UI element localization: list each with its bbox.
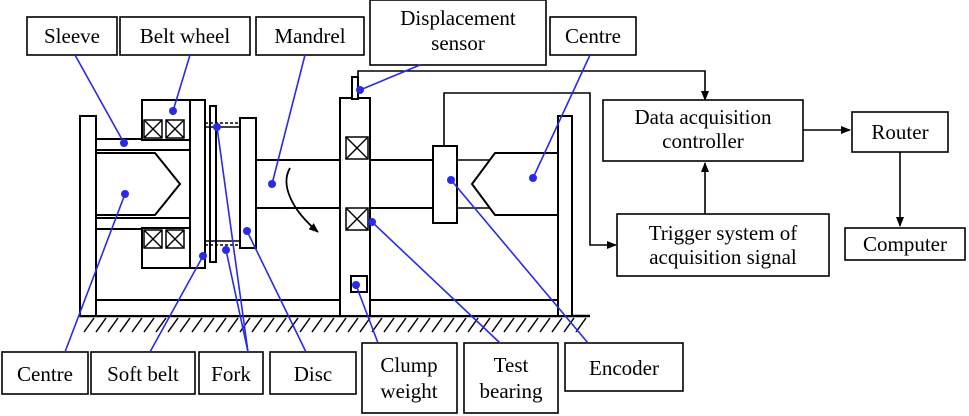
data-acquisition-controller-box: Data acquisition controller — [602, 99, 804, 162]
fork-label: Fork — [211, 362, 251, 386]
bearing-cross — [345, 136, 369, 160]
ground-hatch-line — [491, 317, 503, 333]
ground-hatch-line — [563, 317, 575, 333]
ground-hatch-line — [143, 317, 155, 333]
centre-right — [470, 116, 559, 216]
computer-label: Computer — [863, 232, 947, 256]
ground-hatch-line — [323, 317, 335, 333]
ground-hatch-line — [443, 317, 455, 333]
centre-left — [95, 152, 182, 216]
ground-hatch-line — [551, 317, 563, 333]
ground-hatch-line — [503, 317, 515, 333]
soft-belt — [205, 122, 240, 246]
centre-top-label: Centre — [565, 24, 621, 48]
signal-wiring — [357, 70, 904, 249]
belt-wheel-label-box: Belt wheel — [119, 16, 251, 56]
data-acquisition-label-line1: Data acquisition — [634, 105, 772, 129]
mandrel-label-box: Mandrel — [255, 16, 365, 56]
ground-hatch-line — [455, 317, 467, 333]
displacement-label-line1: Displacement — [400, 6, 516, 30]
ground-hatch-line — [395, 317, 407, 333]
rotation-arrow — [285, 167, 319, 233]
trigger-label-line1: Trigger system of — [649, 221, 798, 245]
test-bearing-label-line1: Test — [494, 353, 529, 377]
displacement-label-line2: sensor — [431, 31, 485, 55]
ground-hatch-line — [107, 317, 119, 333]
ground-hatch-line — [383, 317, 395, 333]
ground-hatch-line — [203, 317, 215, 333]
clump-label-line1: Clump — [380, 353, 437, 377]
bearing-cross — [165, 229, 185, 249]
clump-label-line2: weight — [380, 379, 437, 403]
centre-bottom-label-box: Centre — [1, 351, 89, 395]
ground-hatch-line — [131, 317, 143, 333]
soft-belt-label-box: Soft belt — [90, 351, 196, 395]
fork — [189, 99, 248, 269]
ground-hatch-line — [311, 317, 323, 333]
ground-hatch-line — [227, 317, 239, 333]
centre-top-label-box: Centre — [549, 16, 637, 56]
ground-hatch-line — [251, 317, 263, 333]
sleeve-label: Sleeve — [44, 24, 100, 48]
encoder — [432, 145, 458, 224]
ground-hatch-line — [335, 317, 347, 333]
encoder-label: Encoder — [589, 356, 659, 380]
leader-lines — [64, 54, 591, 353]
ground-hatch-line — [539, 317, 551, 333]
ground-hatch-line — [479, 317, 491, 333]
centre-bottom-label: Centre — [17, 362, 73, 386]
ground-hatch-line — [263, 317, 275, 333]
computer-box: Computer — [844, 227, 966, 261]
mandrel-label: Mandrel — [274, 24, 345, 48]
ground-hatch-line — [347, 317, 359, 333]
bearing-cross — [165, 119, 185, 139]
ground-hatch-line — [299, 317, 311, 333]
ground-hatch-line — [119, 317, 131, 333]
belt-wheel-label: Belt wheel — [140, 24, 231, 48]
disc-label: Disc — [294, 362, 333, 386]
ground-hatch-line — [359, 317, 371, 333]
ground-hatch-line — [407, 317, 419, 333]
ground-hatch-line — [431, 317, 443, 333]
ground-hatch-line — [155, 317, 167, 333]
left-frame — [79, 115, 341, 317]
ground — [80, 314, 590, 333]
leader-dots — [120, 86, 537, 289]
ground-hatch-line — [215, 317, 227, 333]
ground-hatch-line — [83, 317, 95, 333]
ground-hatch-line — [419, 317, 431, 333]
ground-hatch-line — [527, 317, 539, 333]
soft-belt-label: Soft belt — [107, 362, 179, 386]
encoder-label-box: Encoder — [564, 342, 684, 392]
ground-hatch-line — [179, 317, 191, 333]
trigger-label-line2: acquisition signal — [649, 245, 797, 269]
clump-weight-label-box: Clump weight — [361, 342, 458, 414]
fork-label-box: Fork — [198, 351, 264, 395]
bearing-cross — [143, 119, 163, 139]
trigger-system-box: Trigger system of acquisition signal — [616, 213, 830, 277]
router-box: Router — [851, 111, 949, 153]
displacement-sensor-label-box: Displacement sensor — [369, 0, 547, 66]
ground-hatch-line — [95, 317, 107, 333]
ground-hatch-line — [515, 317, 527, 333]
bearing-cross — [143, 229, 163, 249]
bearing-column — [339, 76, 371, 317]
bearing-cross — [345, 207, 369, 231]
ground-hatch-line — [191, 317, 203, 333]
router-label: Router — [871, 120, 928, 144]
ground-hatch-line — [167, 317, 179, 333]
data-acquisition-label-line2: controller — [662, 129, 744, 153]
test-bearing-label-box: Test bearing — [463, 342, 559, 414]
test-bearing-label-line2: bearing — [480, 379, 543, 403]
disc-label-box: Disc — [269, 351, 357, 395]
sleeve-label-box: Sleeve — [26, 16, 118, 56]
ground-hatch-line — [275, 317, 287, 333]
